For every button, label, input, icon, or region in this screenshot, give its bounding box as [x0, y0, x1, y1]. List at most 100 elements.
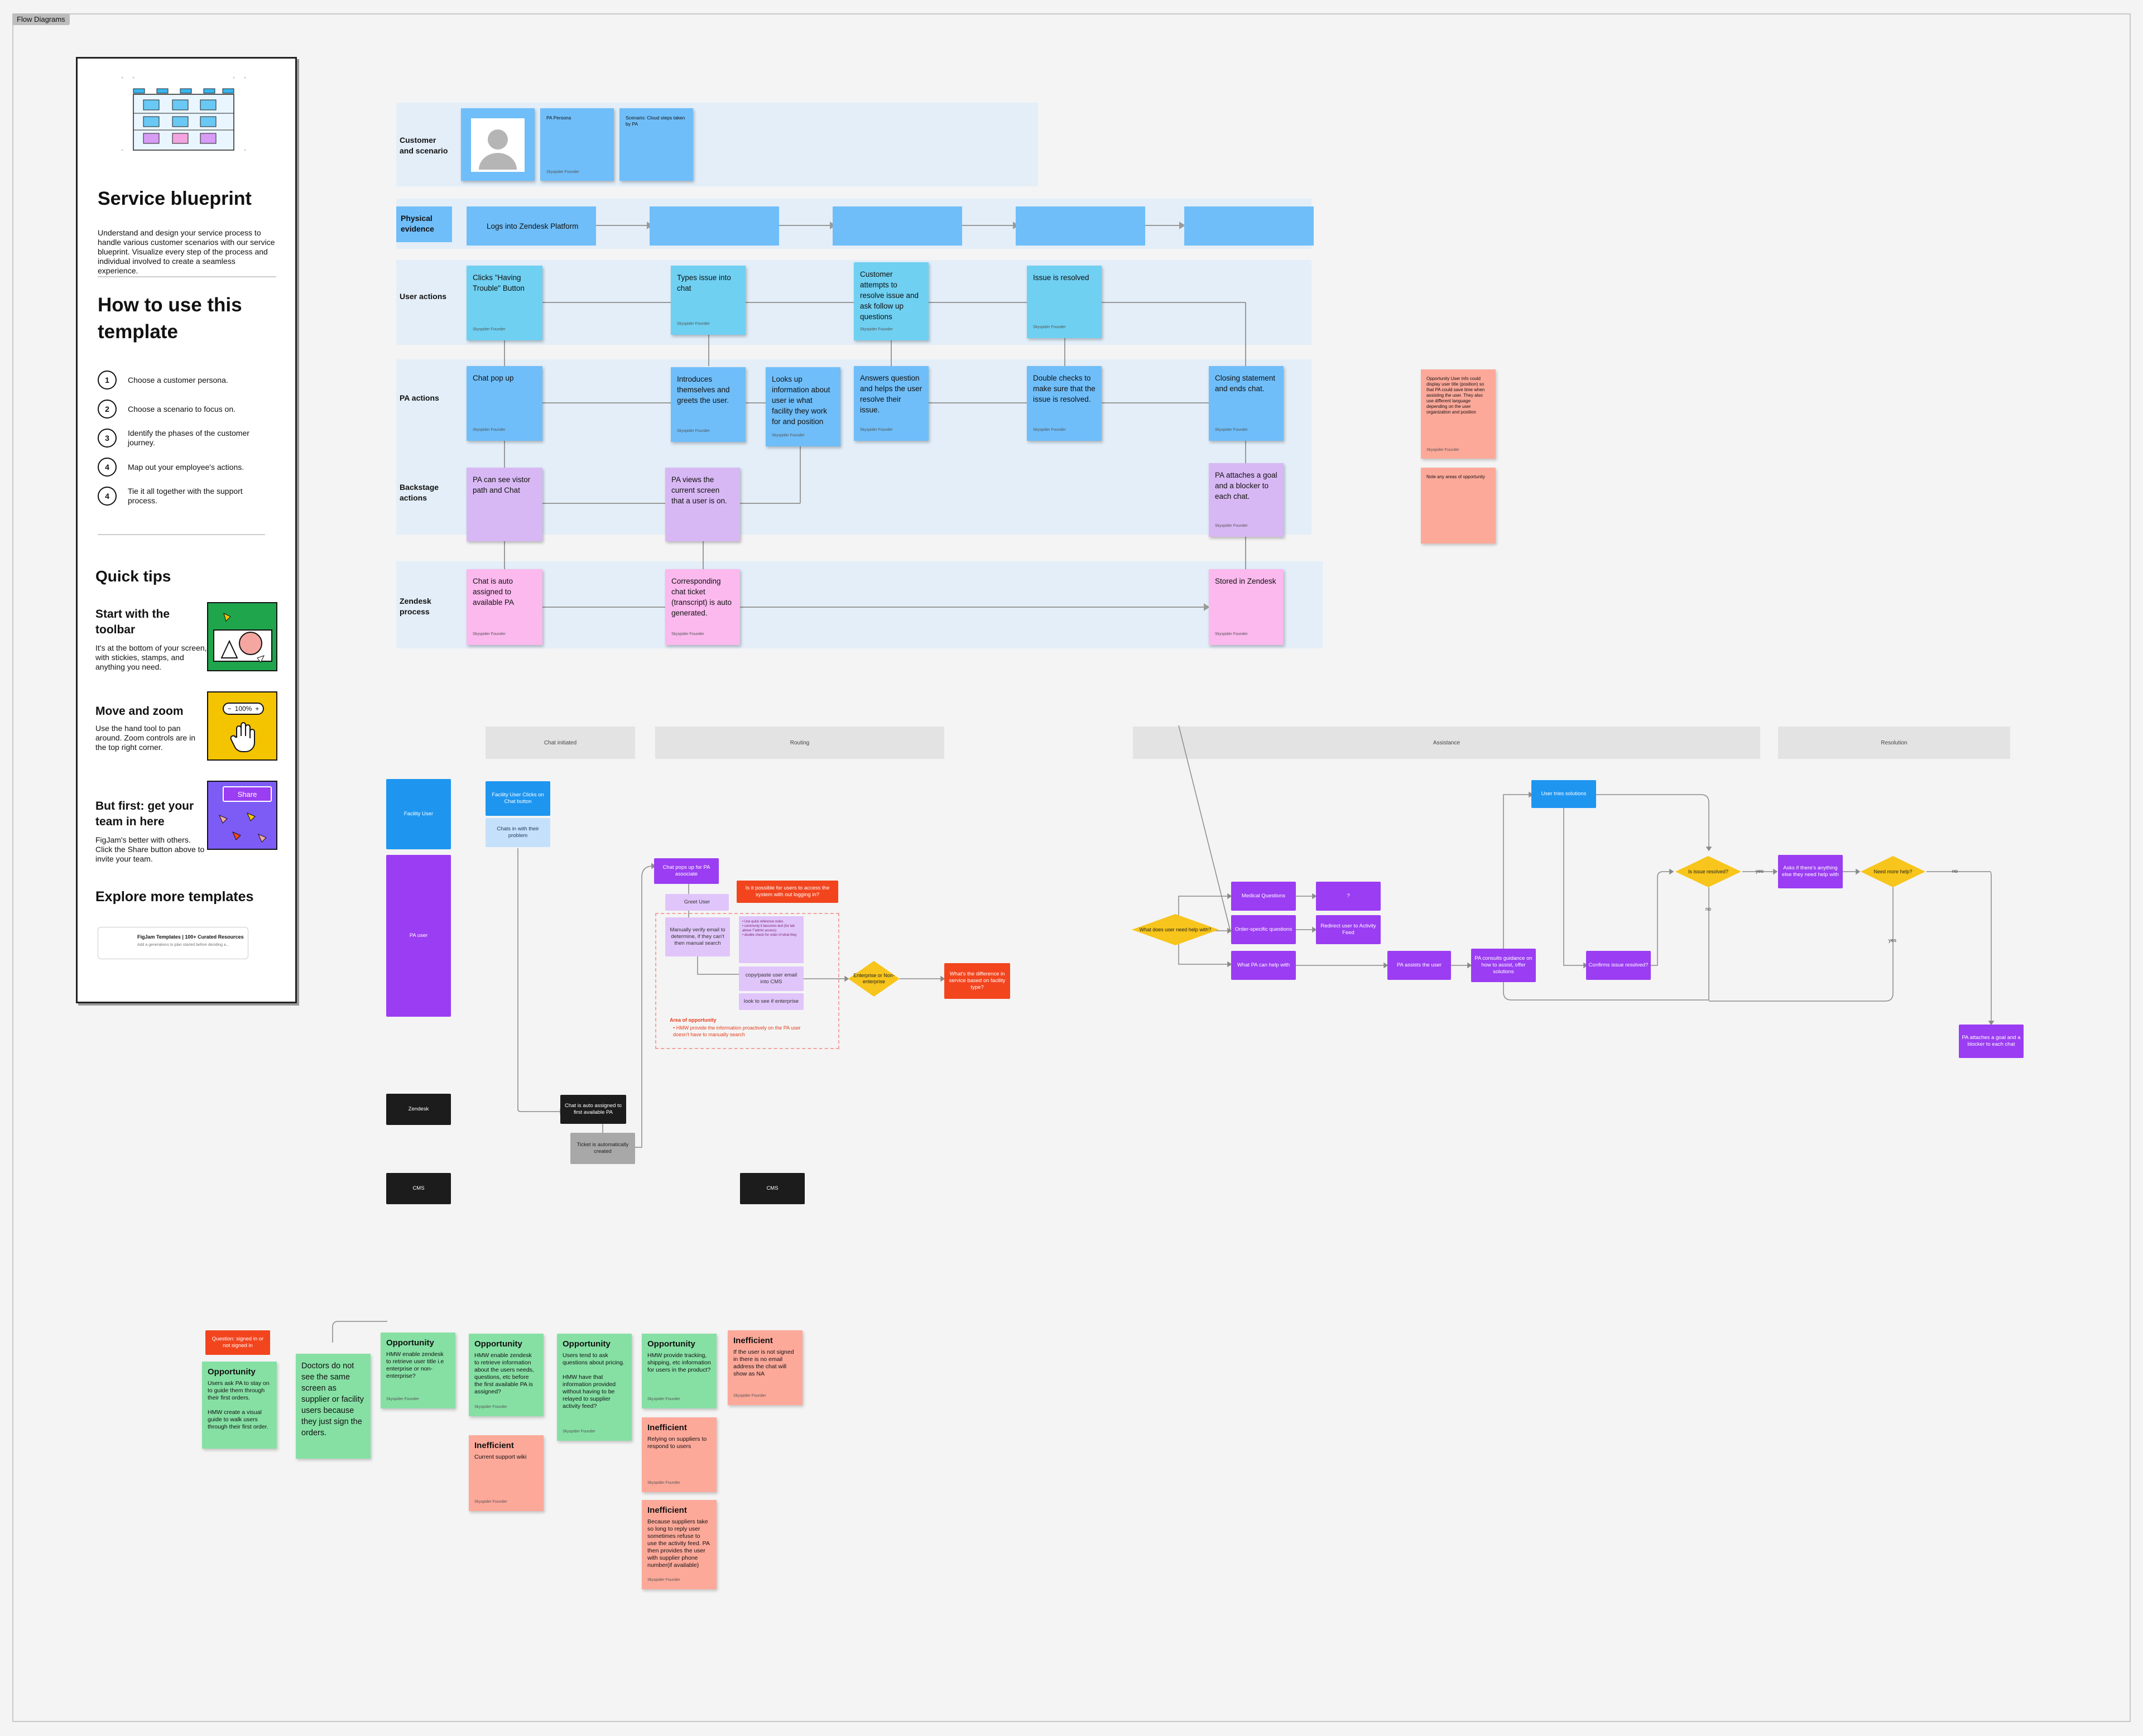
cursors-icon — [219, 812, 267, 843]
card-text: Chat is auto assigned to available PA — [473, 577, 515, 607]
what-pa-can-help-node[interactable]: What PA can help with — [1231, 951, 1296, 980]
step-text: Choose a scenario to focus on. — [128, 404, 236, 413]
zoom-illustration: −100%+ — [207, 691, 277, 761]
note-text: HMW provide tracking, shipping, etc info… — [647, 1352, 711, 1373]
pa-action-card[interactable]: Answers question and helps the user reso… — [854, 366, 929, 441]
author-label: Skyspider Founder — [1215, 524, 1248, 528]
explore-link-title[interactable]: FigJam Templates | 100+ Curated Resource… — [137, 934, 244, 940]
backstage-card[interactable]: PA views the current screen that a user … — [665, 468, 740, 541]
physical-card-empty[interactable] — [833, 206, 962, 246]
asks-anything-else-node[interactable]: Asks if there's anything else they need … — [1778, 855, 1843, 888]
pa-consults-node[interactable]: PA consults guidance on how to assist, o… — [1471, 949, 1536, 982]
ticket-created-node[interactable]: Ticket is automatically created — [570, 1133, 635, 1164]
confirms-resolved-node[interactable]: Confirms issue resolved? — [1586, 951, 1651, 980]
backstage-card[interactable]: PA can see vistor path and Chat — [467, 468, 542, 541]
author-label: Skyspider Founder — [647, 1397, 680, 1401]
physical-card[interactable]: Logs into Zendesk Platform — [467, 206, 596, 246]
decision-text: Enterprise or Non-enterprise — [853, 973, 895, 984]
enterprise-decision[interactable]: Enterprise or Non-enterprise — [847, 960, 901, 998]
user-tries-solutions-node[interactable]: User tries solutions — [1531, 780, 1596, 808]
is-resolved-decision[interactable]: Is issue resolved? — [1674, 855, 1742, 888]
opportunity-note[interactable]: Opportunity User info could display user… — [1421, 369, 1496, 459]
zoom-out-icon: − — [227, 705, 232, 713]
persona-avatar-card[interactable] — [461, 108, 535, 181]
greet-user-node[interactable]: Greet User — [665, 894, 729, 911]
verify-email-node[interactable]: Manually verify email to determine, if t… — [665, 917, 730, 956]
what-help-decision[interactable]: What does user need help with? — [1131, 913, 1220, 946]
note-card[interactable]: Doctors do not see the same screen as su… — [296, 1354, 371, 1459]
scenario-card[interactable]: Scenario: Cloud steps taken by PA — [619, 108, 693, 181]
look-enterprise-node[interactable]: look to see if enterprise — [739, 993, 804, 1010]
pa-assists-node[interactable]: PA assists the user — [1387, 951, 1451, 980]
difference-question[interactable]: What's the difference in service based o… — [944, 963, 1010, 999]
flow-connectors — [517, 725, 1995, 1148]
is-possible-question[interactable]: Is it possible for users to access the s… — [737, 881, 838, 903]
redirect-node[interactable]: Redirect user to Activity Feed — [1316, 915, 1381, 944]
zendesk-card[interactable]: Corresponding chat ticket (transcript) i… — [665, 569, 740, 645]
yes-label: yes — [1889, 937, 1897, 943]
pa-action-card[interactable]: Closing statement and ends chat.Skyspide… — [1209, 366, 1284, 441]
pa-action-card[interactable]: Introduces themselves and greets the use… — [671, 367, 746, 442]
pa-action-card[interactable]: Looks up information about user ie what … — [766, 367, 840, 446]
tip-text: Use the hand tool to pan around. Zoom co… — [95, 724, 195, 752]
question-tag[interactable]: Question: signed in or not signed in — [205, 1330, 270, 1355]
phase-chat-initiated: Chat initiated — [486, 727, 635, 759]
explore-title: Explore more templates — [95, 889, 254, 905]
row-label-physical-box: Physical evidence — [396, 206, 452, 242]
physical-card-empty[interactable] — [1184, 206, 1314, 246]
backstage-card[interactable]: PA attaches a goal and a blocker to each… — [1209, 463, 1284, 537]
copy-paste-node[interactable]: copy/paste user email into CMS — [739, 966, 804, 991]
user-action-card[interactable]: Customer attempts to resolve issue and a… — [854, 262, 929, 340]
chat-auto-assigned-node[interactable]: Chat is auto assigned to first available… — [560, 1095, 626, 1124]
tips-title: Quick tips — [95, 568, 171, 585]
persona-text: PA Persona — [546, 115, 571, 121]
physical-card-empty[interactable] — [1016, 206, 1145, 246]
opportunity-note[interactable]: Note any areas of opportunity — [1421, 468, 1496, 544]
medical-questions-node[interactable]: Medical Questions — [1231, 882, 1296, 911]
card-text: Stored in Zendesk — [1215, 577, 1276, 585]
panel-description: Understand and design your service proce… — [98, 228, 275, 275]
facility-user-clicks-node[interactable]: Facility User Clicks on Chat button — [486, 781, 550, 816]
hand-icon — [230, 722, 255, 752]
unknown-node[interactable]: ? — [1316, 882, 1381, 911]
cms-node[interactable]: CMS — [740, 1173, 805, 1204]
note-text: HMW enable zendesk to retrieve user titl… — [386, 1351, 444, 1379]
avatar-icon — [471, 118, 525, 172]
order-specific-node[interactable]: Order-specific questions — [1231, 915, 1296, 944]
author-label: Skyspider Founder — [1426, 448, 1459, 452]
share-button[interactable]: Share — [223, 786, 272, 802]
pa-action-card[interactable]: Double checks to make sure that the issu… — [1027, 366, 1102, 441]
physical-card-empty[interactable] — [650, 206, 779, 246]
quick-reference-note[interactable]: • Use quick reference notes • commonly i… — [739, 916, 804, 963]
explore-link-card[interactable]: FigJam Templates | 100+ Curated Resource… — [98, 927, 248, 959]
attaches-goal-node[interactable]: PA attaches a goal and a blocker to each… — [1959, 1025, 2024, 1058]
frame-label[interactable]: Flow Diagrams — [12, 13, 70, 25]
need-more-help-decision[interactable]: Need more help? — [1859, 855, 1926, 888]
phase-routing: Routing — [655, 727, 944, 759]
card-text: PA can see vistor path and Chat — [473, 475, 531, 494]
author-label: Skyspider Founder — [473, 428, 506, 432]
note-title: Inefficient — [647, 1506, 687, 1515]
chat-pops-up-node[interactable]: Chat pops up for PA associate — [654, 858, 719, 884]
chats-in-node[interactable]: Chats in with their problem — [486, 818, 550, 847]
blueprint-thumbnail-icon — [121, 76, 246, 151]
